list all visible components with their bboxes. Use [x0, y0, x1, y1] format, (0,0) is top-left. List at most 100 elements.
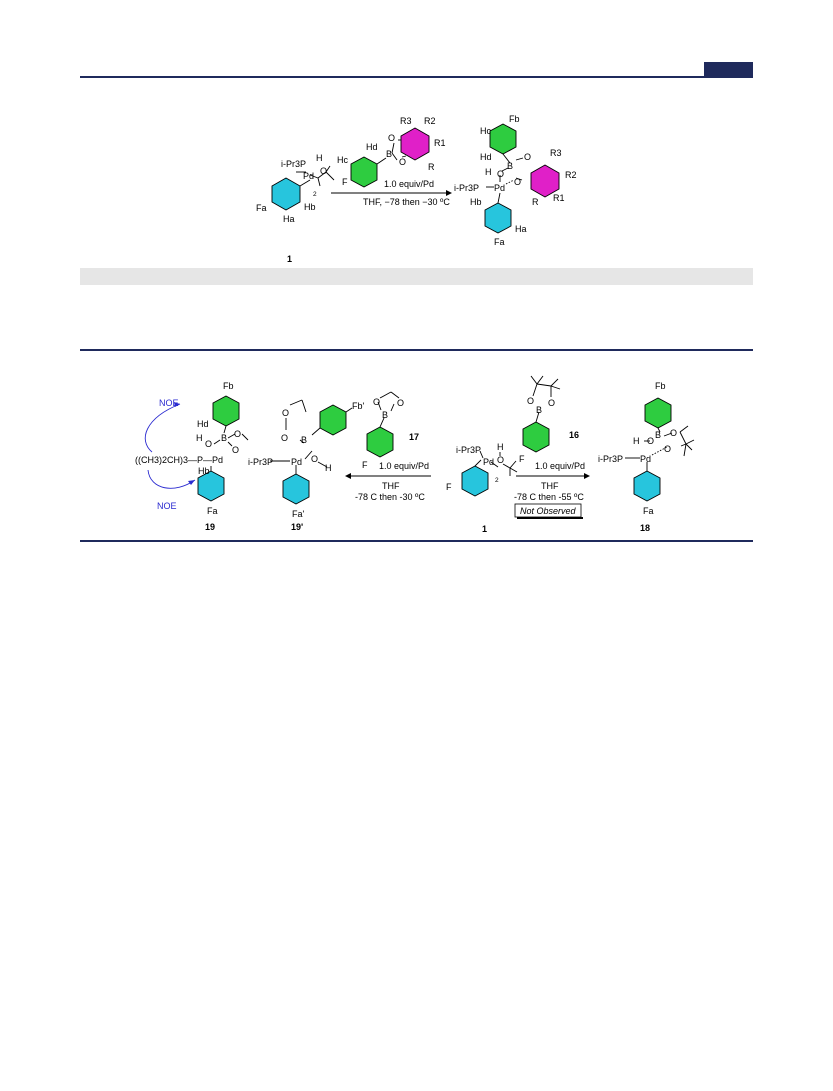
- right-arrow-bottom2: -78 C then -55 ºC: [514, 492, 584, 502]
- c19p-o1: O: [282, 408, 289, 418]
- scheme2-left-arrow: 1.0 equiv/Pd THF -78 C then -30 ºC: [345, 461, 431, 502]
- c18-pd: Pd: [640, 454, 651, 464]
- product-ha: Ha: [515, 224, 527, 234]
- reagent-17: O O B F 17: [362, 391, 419, 470]
- boronate-o2: O: [399, 157, 406, 167]
- product-o1: O: [497, 169, 504, 179]
- c18-b: B: [655, 430, 661, 440]
- product-ipr3p: i-Pr3P: [454, 183, 479, 193]
- compound-19-prime: Fb' O B O O H i-Pr3P Pd Fa' 19': [248, 399, 365, 532]
- boronate-o1: O: [388, 133, 395, 143]
- reactant-o: O: [320, 166, 327, 176]
- c19-phosphine: ((CH3)2CH)3—P—Pd: [135, 455, 223, 465]
- boronate-r3: R3: [400, 116, 412, 126]
- c19p-ipr3p: i-Pr3P: [248, 457, 273, 467]
- c19p-fb: Fb': [352, 401, 365, 411]
- product-hb: Hb: [470, 197, 482, 207]
- reagent-16: O O B F 16: [519, 375, 579, 464]
- reactant-h: H: [316, 153, 323, 163]
- left-arrow-top: 1.0 equiv/Pd: [379, 461, 429, 471]
- scheme1-boronate: R3 R2 R1 R O O B Hc Hd F: [337, 116, 446, 188]
- c19-o3: O: [205, 439, 212, 449]
- c19-fb: Fb: [223, 381, 234, 391]
- c18-o2: O: [664, 444, 671, 454]
- scheme2-top-rule: [80, 349, 753, 351]
- c19-hb: Hb: [198, 466, 210, 476]
- c18-ipr3p: i-Pr3P: [598, 454, 623, 464]
- c18-fb: Fb: [655, 381, 666, 391]
- product-o2: O: [524, 152, 531, 162]
- boronate-b: B: [386, 149, 392, 159]
- c17-f: F: [362, 460, 368, 470]
- c17-b: B: [382, 410, 388, 420]
- noe-top: NOE: [159, 398, 179, 408]
- product-fa: Fa: [494, 237, 505, 247]
- c16-b: B: [536, 405, 542, 415]
- c19-o1: O: [234, 429, 241, 439]
- c19-label: 19: [205, 522, 215, 532]
- boronate-hd: Hd: [366, 142, 378, 152]
- compound-19: NOE NOE Fb Hd B O O O H ((CH3)2CH)3—P—Pd…: [135, 381, 249, 532]
- scheme2: NOE NOE Fb Hd B O O O H ((CH3)2CH)3—P—Pd…: [135, 375, 695, 534]
- c1-2: 2: [495, 477, 499, 484]
- left-arrow-bottom1: THF: [382, 481, 400, 491]
- c19p-pd: Pd: [291, 457, 302, 467]
- scheme2-bottom-rule: [80, 540, 753, 542]
- c18-o3: O: [647, 436, 654, 446]
- reactant-ipr3p: i-Pr3P: [281, 159, 306, 169]
- scheme1-product: Fb Hc Hd B H O O O i-Pr3P Pd Hb Fa Ha R3…: [454, 114, 577, 247]
- boronate-r1: R1: [434, 138, 446, 148]
- c18-fa: Fa: [643, 506, 654, 516]
- c19p-o3: O: [311, 454, 318, 464]
- c17-o1: O: [373, 397, 380, 407]
- c16-label: 16: [569, 430, 579, 440]
- product-fb: Fb: [509, 114, 520, 124]
- product-r: R: [532, 197, 539, 207]
- boronate-hc: Hc: [337, 155, 348, 165]
- c19-h: H: [196, 433, 203, 443]
- reactant-hb: Hb: [304, 202, 316, 212]
- product-pd: Pd: [494, 183, 505, 193]
- scheme1-arrow-bottom: THF, −78 then −30 ºC: [363, 197, 450, 207]
- c18-o1: O: [670, 428, 677, 438]
- boronate-r: R: [428, 162, 435, 172]
- c19p-h: H: [325, 463, 332, 473]
- product-r3: R3: [550, 148, 562, 158]
- c19p-fa: Fa': [292, 509, 305, 519]
- product-hc: Hc: [480, 126, 491, 136]
- left-arrow-bottom2: -78 C then -30 ºC: [355, 492, 425, 502]
- scheme2-right-arrow: 1.0 equiv/Pd THF -78 C then -55 ºC Not O…: [514, 461, 590, 519]
- reactant-pd: Pd: [303, 171, 314, 181]
- c16-o2: O: [548, 398, 555, 408]
- c17-label: 17: [409, 432, 419, 442]
- reactant-label: 1: [287, 254, 292, 264]
- scheme1-arrow-top: 1.0 equiv/Pd: [384, 179, 434, 189]
- c19p-b: B: [301, 435, 307, 445]
- reactant-fa: Fa: [256, 203, 267, 213]
- c19-fa: Fa: [207, 506, 218, 516]
- c19-hd: Hd: [197, 419, 209, 429]
- boronate-f: F: [342, 177, 348, 187]
- c19-b: B: [221, 433, 227, 443]
- scheme1-arrow: 1.0 equiv/Pd THF, −78 then −30 ºC: [331, 179, 452, 207]
- right-arrow-top: 1.0 equiv/Pd: [535, 461, 585, 471]
- c19-o2: O: [232, 445, 239, 455]
- product-o3: O: [514, 177, 521, 187]
- c1-f: F: [446, 482, 452, 492]
- product-b: B: [507, 161, 513, 171]
- compound-18: Fb B O O O H i-Pr3P Pd Fa 18: [598, 381, 695, 533]
- c1-pd: Pd: [483, 457, 494, 467]
- c1-o: O: [497, 455, 504, 465]
- c16-o1: O: [527, 396, 534, 406]
- not-observed-shadow: [517, 517, 583, 519]
- boronate-r2: R2: [424, 116, 436, 126]
- scheme1: i-Pr3P Pd H O 2 Fa Ha Hb 1 R3 R2 R1 R O …: [256, 114, 577, 264]
- c19p-o2: O: [281, 433, 288, 443]
- c1-h: H: [497, 442, 504, 452]
- right-arrow-bottom1: THF: [541, 481, 559, 491]
- product-hd: Hd: [480, 152, 492, 162]
- header-tab: [704, 62, 753, 77]
- c16-f: F: [519, 454, 525, 464]
- caption-band: [80, 268, 753, 285]
